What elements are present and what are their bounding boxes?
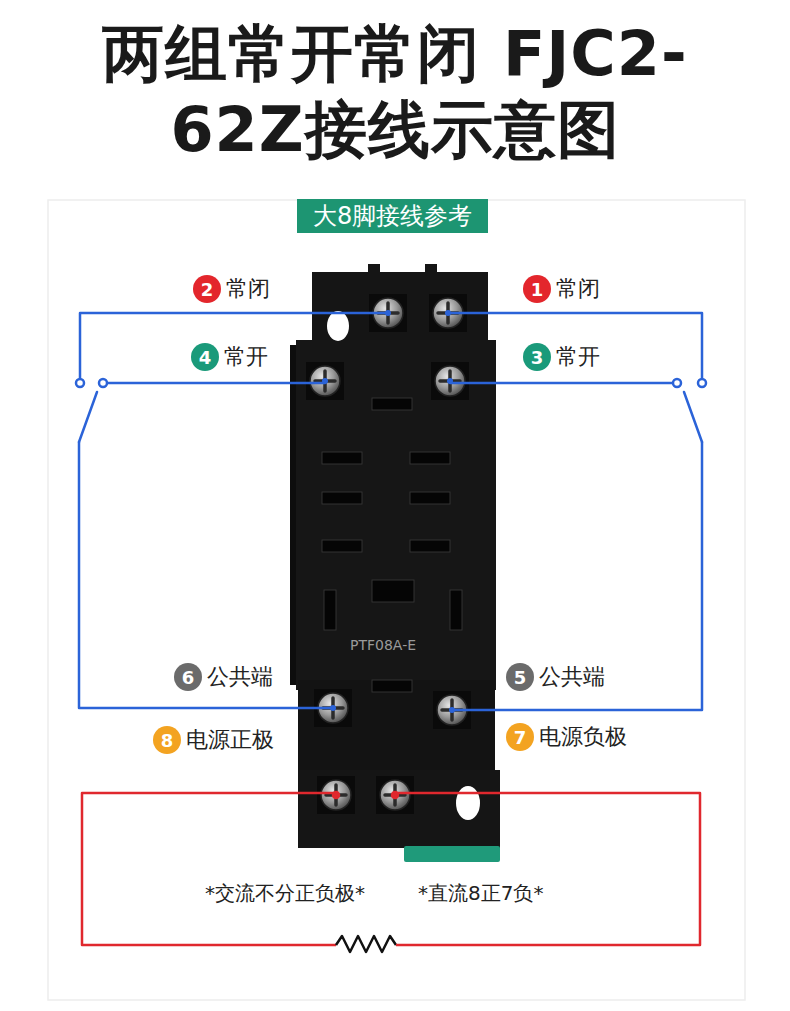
mount-hole [327, 311, 349, 341]
terminal-label: 常闭 [556, 276, 600, 302]
number-text: 7 [514, 727, 527, 748]
slot [410, 492, 450, 504]
slot [410, 452, 450, 464]
switch-blade [79, 392, 97, 442]
screw [376, 776, 414, 814]
terminal-label: 常开 [556, 344, 600, 370]
terminal-label: 常闭 [226, 276, 270, 302]
wire [395, 793, 700, 945]
terminal-label: 电源正极 [186, 727, 274, 753]
wire-end [322, 378, 328, 384]
switch-blade [684, 392, 702, 442]
socket-lower [298, 680, 495, 775]
number-text: 2 [201, 279, 214, 300]
contact [698, 379, 706, 387]
contact [99, 379, 107, 387]
wire-end [449, 707, 455, 713]
terminal-label: 常开 [224, 344, 268, 370]
coil-circuit [82, 792, 700, 952]
switch-wires [76, 313, 706, 710]
callout-number: 1 [523, 275, 551, 303]
slot [372, 580, 414, 602]
wire [452, 442, 702, 710]
callout-number: 2 [193, 275, 221, 303]
slot [410, 540, 450, 552]
terminal-label: 电源负极 [539, 724, 627, 750]
callout-number: 5 [506, 663, 534, 691]
slot [322, 492, 362, 504]
slot [322, 540, 362, 552]
callout-number: 7 [506, 723, 534, 751]
callout-number: 8 [153, 726, 181, 754]
number-text: 5 [514, 667, 527, 688]
contact [673, 379, 681, 387]
number-text: 3 [531, 347, 544, 368]
wire [80, 313, 388, 378]
wire [82, 793, 336, 945]
wire-end [392, 792, 398, 798]
contact [76, 379, 84, 387]
wire-end [445, 310, 451, 316]
resistor-symbol [336, 936, 396, 952]
callout-number: 4 [191, 343, 219, 371]
number-text: 1 [531, 279, 544, 300]
wire [79, 442, 333, 708]
wire [108, 382, 325, 385]
slot [324, 590, 336, 630]
wire [448, 313, 702, 378]
wire-end [330, 705, 336, 711]
number-text: 4 [199, 347, 212, 368]
screw [317, 776, 355, 814]
banner-text: 大8脚接线参考 [313, 202, 472, 230]
mount-hole [456, 786, 480, 820]
screw [306, 362, 344, 400]
wiring-note: *交流不分正负极* [205, 881, 365, 905]
callout-number: 6 [174, 663, 202, 691]
panel [48, 200, 745, 1000]
slot [322, 452, 362, 464]
slot [450, 590, 462, 630]
wire [450, 382, 672, 385]
number-text: 6 [182, 667, 195, 688]
number-text: 8 [161, 730, 174, 751]
pin-slots [322, 398, 462, 692]
diagram-title: 两组常开常闭 FJC2-62Z接线示意图 [10, 16, 780, 168]
socket-bottom [298, 770, 500, 848]
relay-socket [290, 264, 500, 862]
wire-end [385, 310, 391, 316]
title-banner: 大8脚接线参考 [297, 199, 488, 233]
terminal-label: 公共端 [207, 664, 273, 690]
slot [372, 398, 412, 410]
socket-top [312, 264, 488, 345]
callout-number: 3 [523, 343, 551, 371]
socket-tab [404, 846, 500, 862]
screw [431, 362, 469, 400]
wire-end [447, 378, 453, 384]
wire-ends [322, 310, 455, 713]
wiring-note: *直流8正7负* [418, 881, 543, 905]
socket-body [296, 340, 496, 690]
socket-marking: PTF08A-E [350, 637, 416, 654]
slot [372, 680, 412, 692]
wire-end [333, 792, 339, 798]
terminal-label: 公共端 [539, 664, 605, 690]
